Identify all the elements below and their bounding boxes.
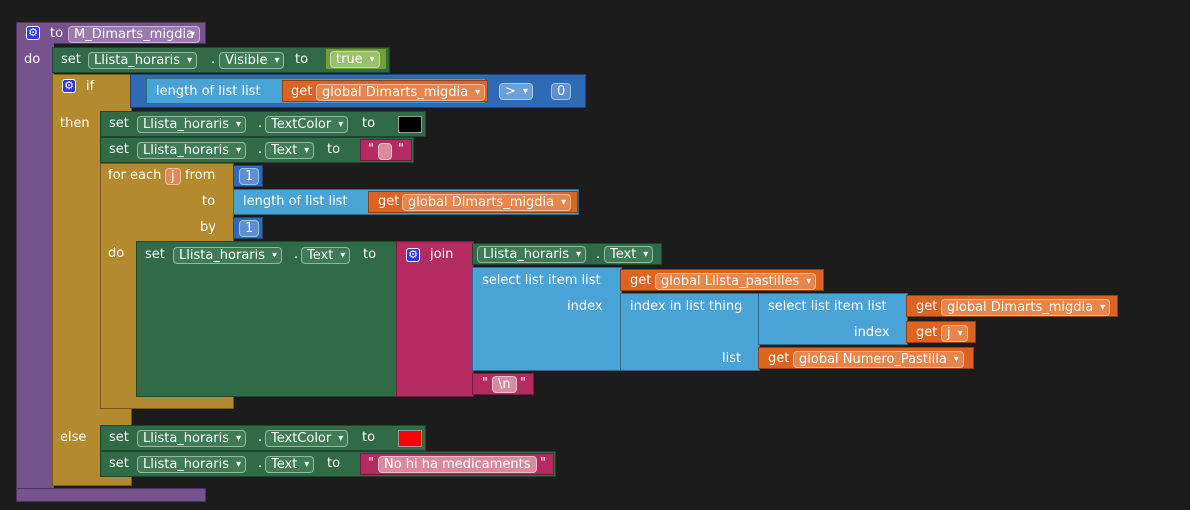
- to-keyword: to: [327, 142, 341, 157]
- global-variable-dropdown[interactable]: global Numero_Pastilla: [793, 351, 964, 368]
- property-dropdown-text[interactable]: Text: [265, 142, 315, 159]
- to-keyword: to: [295, 52, 309, 67]
- color-black-swatch[interactable]: [398, 116, 422, 133]
- from-number-field[interactable]: 1: [239, 168, 260, 185]
- quote-open: ": [368, 456, 374, 471]
- procedure-keyword: to: [50, 26, 64, 41]
- by-number-field[interactable]: 1: [239, 220, 260, 237]
- length-of-list-label: length of list list: [156, 84, 261, 99]
- set-keyword: set: [109, 456, 129, 471]
- empty-text-field[interactable]: [378, 143, 392, 160]
- property-dropdown-text[interactable]: Text: [301, 247, 351, 264]
- if-keyword: if: [86, 79, 95, 94]
- get-keyword: get: [291, 84, 313, 99]
- property-dropdown-text[interactable]: Text: [265, 456, 315, 473]
- to-keyword: to: [202, 194, 216, 209]
- component-dropdown[interactable]: Llista_horaris: [137, 142, 247, 159]
- join-mutator-gear-icon[interactable]: ⚙: [406, 248, 420, 262]
- else-keyword: else: [60, 430, 87, 445]
- dot-separator: .: [258, 142, 263, 157]
- dot-separator: .: [258, 116, 263, 131]
- global-variable-dropdown[interactable]: global Llista_pastilles: [655, 273, 817, 290]
- set-keyword: set: [145, 247, 165, 262]
- then-keyword: then: [60, 116, 90, 131]
- index-in-list-block[interactable]: [620, 293, 760, 371]
- from-keyword: from: [185, 168, 216, 183]
- mutator-gear-icon[interactable]: ⚙: [26, 26, 40, 40]
- if-mutator-gear-icon[interactable]: ⚙: [62, 79, 76, 93]
- to-keyword: to: [327, 456, 341, 471]
- select-list-item-block[interactable]: [472, 267, 622, 371]
- set-keyword: set: [109, 142, 129, 157]
- set-keyword: set: [109, 430, 129, 445]
- quote-open: ": [482, 376, 488, 391]
- quote-close: ": [540, 456, 546, 471]
- index-label: index: [854, 325, 890, 340]
- color-red-swatch[interactable]: [398, 430, 422, 447]
- to-keyword: to: [363, 247, 377, 262]
- quote-close: ": [520, 376, 526, 391]
- property-dropdown-text[interactable]: Text: [604, 246, 654, 263]
- property-dropdown-visible[interactable]: Visible: [219, 52, 285, 69]
- list-label: list: [722, 351, 742, 366]
- to-keyword: to: [362, 116, 376, 131]
- procedure-do-label: do: [24, 52, 41, 67]
- dot-separator: .: [258, 456, 263, 471]
- get-keyword: get: [630, 273, 652, 288]
- boolean-dropdown[interactable]: true: [330, 51, 380, 68]
- loop-do-keyword: do: [108, 246, 125, 261]
- index-in-list-label: index in list thing: [630, 299, 743, 314]
- quote-close: ": [398, 142, 404, 157]
- select-list-item-label: select list item list: [768, 299, 887, 314]
- component-dropdown[interactable]: Llista_horaris: [137, 430, 247, 447]
- number-zero[interactable]: 0: [551, 83, 572, 100]
- set-keyword: set: [109, 116, 129, 131]
- dot-separator: .: [596, 247, 601, 262]
- operator-dropdown[interactable]: >: [499, 83, 533, 100]
- component-dropdown[interactable]: Llista_horaris: [137, 116, 247, 133]
- procedure-name-field[interactable]: M_Dimarts_migdia: [68, 26, 201, 43]
- property-dropdown-textcolor[interactable]: TextColor: [265, 116, 349, 133]
- get-keyword: get: [916, 299, 938, 314]
- newline-text-field[interactable]: \n: [492, 376, 517, 393]
- get-keyword: get: [768, 351, 790, 366]
- index-label: index: [567, 299, 603, 314]
- length-of-list-label: length of list list: [243, 194, 348, 209]
- loop-variable-field[interactable]: j: [165, 168, 181, 185]
- dot-separator: .: [258, 430, 263, 445]
- dot-separator: .: [294, 247, 299, 262]
- global-variable-dropdown[interactable]: global Dimarts_migdia: [316, 84, 486, 101]
- property-dropdown-textcolor[interactable]: TextColor: [265, 430, 349, 447]
- component-dropdown[interactable]: Llista_horaris: [173, 247, 283, 264]
- no-meds-text-field[interactable]: No hi ha medicaments: [378, 456, 537, 473]
- by-keyword: by: [200, 220, 216, 235]
- quote-open: ": [368, 142, 374, 157]
- get-keyword: get: [916, 325, 938, 340]
- for-each-keyword: for each: [108, 168, 162, 183]
- set-text-join-block[interactable]: [136, 241, 398, 397]
- select-list-item-label: select list item list: [482, 273, 601, 288]
- component-dropdown[interactable]: Llista_horaris: [137, 456, 247, 473]
- to-keyword: to: [362, 430, 376, 445]
- global-variable-dropdown[interactable]: global Dimarts_migdia: [402, 194, 572, 211]
- dot-separator: .: [211, 52, 216, 67]
- join-keyword: join: [430, 247, 454, 262]
- procedure-body-rail: [16, 22, 54, 490]
- global-variable-dropdown[interactable]: global Dimarts_migdia: [941, 299, 1111, 316]
- select-list-item-block[interactable]: [758, 293, 908, 345]
- local-variable-dropdown[interactable]: j: [941, 325, 968, 342]
- set-keyword: set: [61, 52, 81, 67]
- component-dropdown[interactable]: Llista_horaris: [88, 52, 198, 69]
- join-block[interactable]: [396, 241, 474, 397]
- procedure-footer: [16, 488, 206, 502]
- component-dropdown[interactable]: Llista_horaris: [477, 246, 587, 263]
- get-keyword: get: [378, 194, 400, 209]
